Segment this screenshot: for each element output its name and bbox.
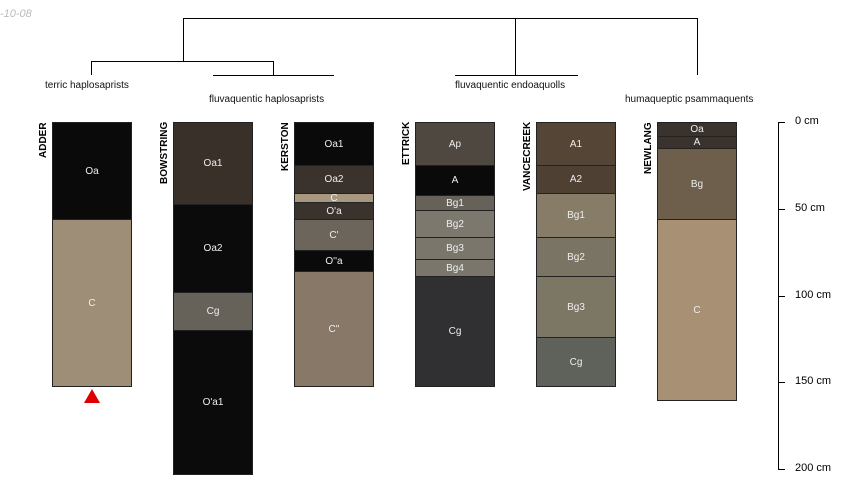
axis-tick-label: 0 cm xyxy=(795,115,819,127)
red-triangle-icon xyxy=(84,389,100,403)
axis-tick-label: 150 cm xyxy=(795,375,832,387)
horizon: Bg1 xyxy=(415,195,495,211)
taxon-label: humaqueptic psammaquents xyxy=(625,94,754,105)
horizon: Bg xyxy=(657,148,737,220)
taxon-label: fluvaquentic haplosaprists xyxy=(209,94,325,105)
taxon-label: terric haplosaprists xyxy=(45,80,129,91)
axis-tick-label: 200 cm xyxy=(795,462,832,474)
horizon: A xyxy=(415,165,495,196)
axis-tick-label: 100 cm xyxy=(795,289,832,301)
horizon: Oa2 xyxy=(173,204,253,293)
horizon: C xyxy=(52,219,132,387)
horizon: Ap xyxy=(415,122,495,166)
profile-name: ADDER xyxy=(38,122,49,158)
profile-name: BOWSTRING xyxy=(159,121,170,184)
profile-name: VANCECREEK xyxy=(522,121,533,191)
horizon: Cg xyxy=(536,337,616,387)
horizon: A2 xyxy=(536,165,616,194)
horizon: Bg1 xyxy=(536,193,616,238)
horizon: Oa xyxy=(657,122,737,137)
horizon: O'a1 xyxy=(173,330,253,475)
horizon: Bg2 xyxy=(415,210,495,238)
horizon: Bg4 xyxy=(415,259,495,277)
profile-name: NEWLANG xyxy=(643,122,654,174)
axis-tick xyxy=(778,209,785,210)
horizon: Bg3 xyxy=(536,276,616,338)
date-label: -10-08 xyxy=(0,8,32,20)
axis-tick xyxy=(778,469,785,470)
horizon: C' xyxy=(294,219,374,251)
axis-tick xyxy=(778,296,785,297)
horizon: Oa xyxy=(52,122,132,220)
horizon: O'a xyxy=(294,202,374,220)
horizon: Oa2 xyxy=(294,165,374,194)
profile-name: KERSTON xyxy=(280,122,291,171)
horizon: C'' xyxy=(294,271,374,387)
taxon-label: fluvaquentic endoaquolls xyxy=(455,80,566,91)
horizon: Bg3 xyxy=(415,237,495,260)
horizon: Oa1 xyxy=(173,122,253,205)
axis-tick xyxy=(778,382,785,383)
horizon: Bg2 xyxy=(536,237,616,277)
horizon: O''a xyxy=(294,250,374,272)
horizon: Cg xyxy=(415,276,495,387)
horizon: Oa1 xyxy=(294,122,374,166)
horizon: A1 xyxy=(536,122,616,166)
profile-name: ETTRICK xyxy=(401,121,412,165)
axis-tick-label: 50 cm xyxy=(795,202,825,214)
axis-tick xyxy=(778,122,785,123)
horizon: C xyxy=(657,219,737,401)
horizon: Cg xyxy=(173,292,253,331)
